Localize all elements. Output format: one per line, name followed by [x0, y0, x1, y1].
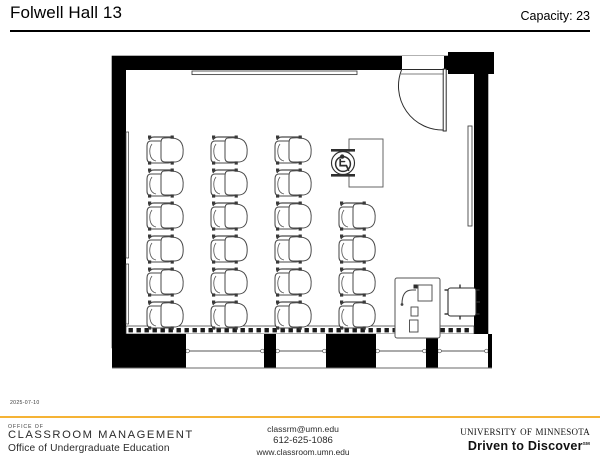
student-seat-column-1	[146, 134, 184, 331]
wall-element-west	[125, 131, 129, 325]
student-seat-column-4	[338, 200, 376, 331]
student-seat-column-3	[274, 134, 312, 331]
footer-service-mark: SM	[582, 440, 590, 446]
footer-tagline-text: Driven to Discover	[467, 439, 583, 454]
instructor-station	[394, 277, 441, 339]
footer-office-of-label: OFFICE OF	[8, 424, 44, 430]
accessible-seating-position	[330, 138, 384, 188]
footer-classroom-management-label: CLASSROOM MANAGEMENT	[8, 429, 194, 442]
student-seat-column-2	[210, 134, 248, 331]
windows-south-wall	[112, 334, 492, 369]
footer-email-link[interactable]: classrm@umn.edu	[267, 424, 339, 434]
plan-date: 2025-07-10	[10, 400, 40, 406]
door-north-east	[397, 56, 448, 132]
footer-undergraduate-education-label: Office of Undergraduate Education	[8, 443, 170, 455]
page-title: Folwell Hall 13	[10, 3, 123, 22]
classroom-floorplan	[0, 38, 600, 388]
footer-university-name: University of Minnesota	[460, 424, 590, 438]
floorplan-drawing	[111, 52, 494, 369]
instructor-chair	[444, 284, 480, 320]
whiteboard-north	[191, 70, 358, 76]
footer-umn-logo-block: University of Minnesota Driven to Discov…	[460, 424, 590, 453]
whiteboard-east	[467, 125, 473, 227]
header-divider	[10, 30, 590, 32]
wall-poche-north-east	[448, 52, 494, 74]
footer-divider	[0, 416, 600, 418]
page-footer: OFFICE OF CLASSROOM MANAGEMENT Office of…	[0, 418, 600, 464]
footer-contact-block: classrm@umn.edu 612-625-1086 www.classro…	[228, 424, 378, 458]
page-header: Folwell Hall 13 Capacity: 23	[0, 0, 600, 34]
footer-phone-number: 612-625-1086	[273, 435, 333, 446]
capacity-label: Capacity: 23	[520, 9, 590, 23]
footer-tagline: Driven to DiscoverSM	[460, 439, 590, 453]
footer-branding-block: OFFICE OF CLASSROOM MANAGEMENT Office of…	[8, 424, 194, 455]
footer-website-link[interactable]: www.classroom.umn.edu	[256, 447, 350, 458]
